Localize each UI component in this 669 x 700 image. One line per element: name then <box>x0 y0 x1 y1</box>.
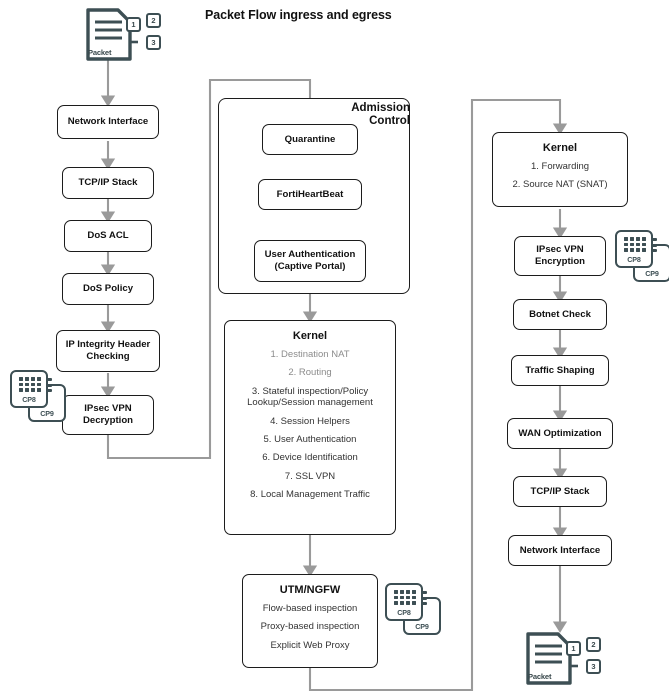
kernel-ingress-item-3-line1: 3. Stateful inspection/Policy <box>251 385 369 397</box>
step-label: TCP/IP Stack <box>78 177 138 189</box>
chip-die-grid <box>19 377 41 392</box>
kernel-ingress-item-1: 1. Destination NAT <box>270 349 350 360</box>
packet-document-icon-ingress: Packet <box>82 6 139 62</box>
kernel-ingress-list: 1. Destination NAT 2. Routing 3. Statefu… <box>225 349 395 508</box>
kernel-ingress-heading: Kernel <box>292 330 328 342</box>
admission-control-title-line2: Control <box>369 115 410 128</box>
kernel-egress-heading: Kernel <box>542 142 578 154</box>
step-label: DoS ACL <box>87 230 129 242</box>
kernel-ingress-item-8: 8. Local Management Traffic <box>250 489 370 501</box>
step-wan-optimization[interactable]: WAN Optimization <box>507 418 613 449</box>
step-label-line2: Checking <box>86 351 130 362</box>
packet-tag-1: 1 <box>126 17 141 32</box>
step-label-line1: IPsec VPN <box>536 244 584 256</box>
step-botnet-check[interactable]: Botnet Check <box>513 299 607 330</box>
chip-die-grid <box>624 237 646 252</box>
kernel-ingress-item-3: 3. Stateful inspection/Policy Lookup/Ses… <box>231 386 389 409</box>
kernel-ingress-item-3-line2: Lookup/Session management <box>247 397 373 409</box>
kernel-ingress-item-7: 7. SSL VPN <box>284 470 336 482</box>
step-network-interface-ingress[interactable]: Network Interface <box>57 105 159 139</box>
packet-tag-1: 1 <box>566 641 581 656</box>
step-label: Network Interface <box>519 544 601 556</box>
kernel-ingress-item-6: 6. Device Identification <box>262 452 358 464</box>
kernel-ingress-item-5: 5. User Authentication <box>263 433 357 445</box>
step-tcpip-stack-egress[interactable]: TCP/IP Stack <box>513 476 607 507</box>
utm-ngfw-heading: UTM/NGFW <box>279 584 341 596</box>
chip-pins-front <box>652 238 657 254</box>
utm-ngfw-panel: UTM/NGFW Flow-based inspection Proxy-bas… <box>242 574 378 668</box>
chip-label-cp8: CP8 <box>22 395 36 404</box>
packet-document-icon-egress: Packet <box>522 630 579 686</box>
step-ipsec-vpn-encryption[interactable]: IPsec VPN Encryption <box>514 236 606 276</box>
utm-ngfw-list: Flow-based inspection Proxy-based inspec… <box>243 603 377 658</box>
step-label: DoS Policy <box>82 283 134 295</box>
page-title: Packet Flow ingress and egress <box>205 8 392 22</box>
step-label: Botnet Check <box>529 308 591 320</box>
step-dos-acl[interactable]: DoS ACL <box>64 220 152 252</box>
packet-icon-glyph <box>86 8 139 61</box>
chip-label-cp8: CP8 <box>627 255 641 264</box>
utm-ngfw-item-proxy-based: Proxy-based inspection <box>260 621 360 633</box>
kernel-egress-panel: Kernel 1. Forwarding 2. Source NAT (SNAT… <box>492 132 628 207</box>
step-label-line2: Encryption <box>534 256 586 267</box>
kernel-egress-item-forwarding: 1. Forwarding <box>530 161 590 172</box>
step-fortiheartbeat[interactable]: FortiHeartBeat <box>258 179 362 210</box>
cp-processor-chip-icon-utm: CP9 CP8 <box>383 583 445 637</box>
packet-tag-2: 2 <box>586 637 601 652</box>
step-ip-integrity-header-checking[interactable]: IP Integrity Header Checking <box>56 330 160 372</box>
cp-processor-chip-icon-encryption: CP9 CP8 <box>613 230 669 284</box>
step-user-authentication-captive-portal[interactable]: User Authentication (Captive Portal) <box>254 240 366 282</box>
step-network-interface-egress[interactable]: Network Interface <box>508 535 612 566</box>
packet-tag-2: 2 <box>146 13 161 28</box>
chip-label-cp9: CP9 <box>645 269 659 278</box>
step-label-line1: IPsec VPN <box>84 403 132 415</box>
step-label-line1: User Authentication <box>264 249 356 261</box>
kernel-egress-list: 1. Forwarding 2. Source NAT (SNAT) <box>493 161 627 198</box>
step-label: FortiHeartBeat <box>276 188 344 200</box>
step-label: Quarantine <box>284 133 336 145</box>
step-label: TCP/IP Stack <box>530 485 590 497</box>
chip-die-grid <box>394 590 416 605</box>
admission-control-title-line1: Admission <box>351 102 410 114</box>
chip-cp8: CP8 <box>10 370 48 408</box>
chip-cp8: CP8 <box>385 583 423 621</box>
chip-label-cp9: CP9 <box>40 409 54 418</box>
kernel-egress-item-source-nat: 2. Source NAT (SNAT) <box>512 179 608 191</box>
step-label: Traffic Shaping <box>525 364 595 376</box>
packet-tag-3: 3 <box>586 659 601 674</box>
packet-icon-label: Packet <box>88 48 112 57</box>
step-label: Network Interface <box>67 116 149 128</box>
chip-pins-front <box>47 378 52 394</box>
step-label-line1: IP Integrity Header <box>65 339 151 351</box>
chip-label-cp9: CP9 <box>415 622 429 631</box>
step-ipsec-vpn-decryption[interactable]: IPsec VPN Decryption <box>62 395 154 435</box>
step-dos-policy[interactable]: DoS Policy <box>62 273 154 305</box>
kernel-ingress-item-4: 4. Session Helpers <box>270 415 350 427</box>
kernel-ingress-panel: Kernel 1. Destination NAT 2. Routing 3. … <box>224 320 396 535</box>
step-label-line2: (Captive Portal) <box>274 261 346 272</box>
cp-processor-chip-icon-decryption: CP9 CP8 <box>8 370 70 424</box>
packet-icon-label: Packet <box>528 672 552 681</box>
step-label-line2: Decryption <box>82 415 134 426</box>
step-tcpip-stack-ingress[interactable]: TCP/IP Stack <box>62 167 154 199</box>
chip-label-cp8: CP8 <box>397 608 411 617</box>
packet-tag-3: 3 <box>146 35 161 50</box>
chip-cp8: CP8 <box>615 230 653 268</box>
step-traffic-shaping[interactable]: Traffic Shaping <box>511 355 609 386</box>
utm-ngfw-item-explicit-web-proxy: Explicit Web Proxy <box>270 639 350 651</box>
utm-ngfw-item-flow-based: Flow-based inspection <box>262 603 358 614</box>
kernel-ingress-item-2: 2. Routing <box>288 367 332 379</box>
step-label: WAN Optimization <box>518 427 602 439</box>
step-quarantine[interactable]: Quarantine <box>262 124 358 155</box>
